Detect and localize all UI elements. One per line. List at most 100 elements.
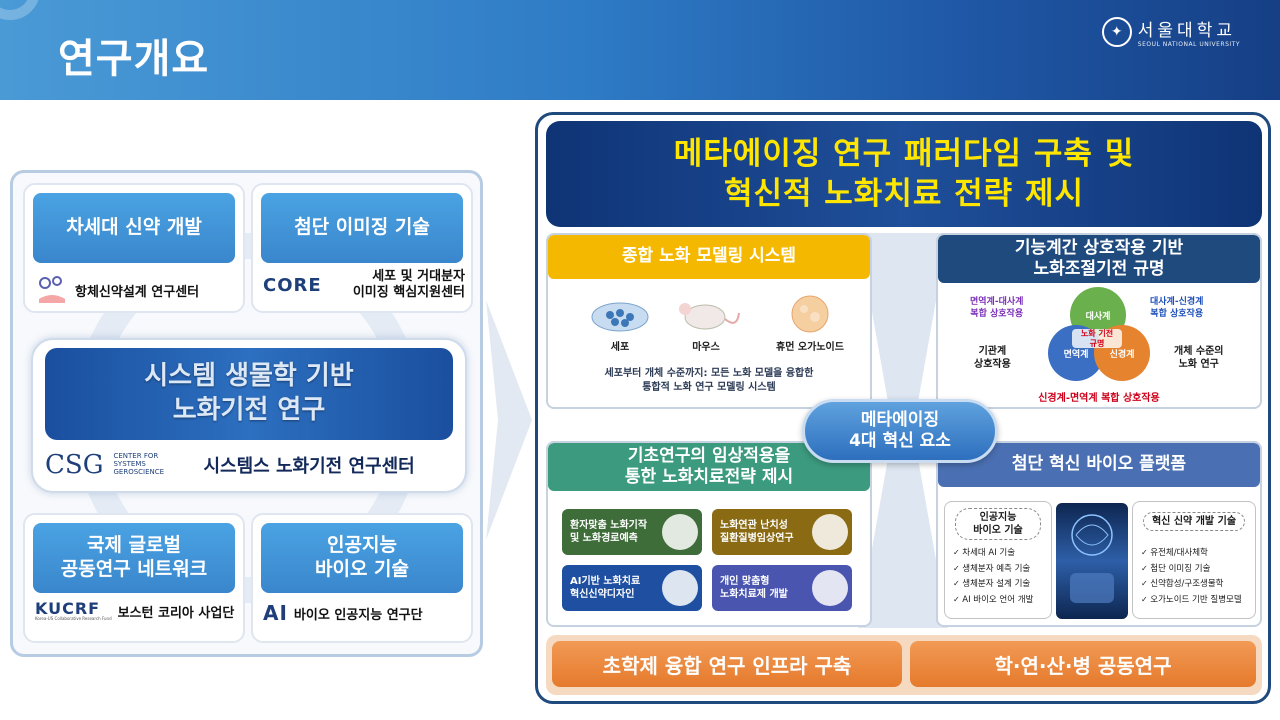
core-title: 시스템 생물학 기반 노화기전 연구 — [45, 348, 453, 440]
title-line1: 기능계간 상호작용 기반 — [1014, 237, 1184, 258]
drug-tech-box: 혁신 신약 개발 기술 유전체/대사체학 첨단 이미징 기술 신약합성/구조생물… — [1132, 501, 1256, 619]
cell-dish-icon — [591, 302, 649, 332]
label-line: 상호작용 — [974, 359, 1011, 370]
tile-line: 개인 맞춤형 — [720, 576, 770, 587]
card-imaging: 첨단 이미징 기술 CORE 세포 및 거대분자 이미징 핵심지원센터 — [251, 183, 473, 313]
card-footer: KUCRF Korea-US Collaborative Research Fu… — [35, 601, 237, 621]
organism-label: 세포 — [610, 342, 630, 353]
label-line: 면역계-대사계 — [970, 297, 1024, 307]
quadrant-bio-platform: 첨단 혁신 바이오 플랫폼 인공지능 바이오 기술 차세대 AI 기술 생체분자… — [936, 441, 1262, 627]
center-name-line2: 이미징 핵심지원센터 — [352, 285, 465, 301]
dna-icon — [662, 514, 698, 550]
card-title-line1: 인공지능 — [327, 534, 397, 557]
center-name: 바이오 인공지능 연구단 — [293, 607, 423, 623]
tile-line: 환자맞춤 노화기작 — [570, 520, 648, 531]
quadrant-title: 종합 노화 모델링 시스템 — [548, 235, 870, 279]
center-name-line1: 세포 및 거대분자 — [372, 269, 465, 284]
mouse-icon — [679, 303, 740, 330]
quadrant-title: 기능계간 상호작용 기반 노화조절기전 규명 — [938, 235, 1260, 283]
core-title-line2: 노화기전 연구 — [172, 395, 326, 425]
right-panel: 메타에이징 연구 패러다임 구축 및 혁신적 노화치료 전략 제시 종합 노화 … — [535, 112, 1271, 704]
bottom-bar: 초학제 융합 연구 인프라 구축 학·연·산·병 공동연구 — [546, 635, 1262, 695]
tile-line: 노화치료제 개발 — [720, 589, 788, 600]
ai-icon — [662, 570, 698, 606]
desc-line1: 세포부터 개체 수준까지: 모든 노화 모델을 융합한 — [604, 368, 814, 379]
organism-organoid: 휴먼 오가노이드 — [760, 293, 860, 353]
tile-line: 질환질병임상연구 — [720, 533, 794, 544]
venn-center-line: 노화 기전 — [1080, 329, 1114, 338]
label-line: 복합 상호작용 — [1150, 308, 1204, 319]
organoid-icon — [791, 295, 829, 333]
label-organism-research: 개체 수준의 노화 연구 — [1174, 345, 1223, 371]
tile-line: AI기반 노화치료 — [570, 576, 641, 587]
organism-cell: 세포 — [590, 295, 650, 353]
ai-logo: AI — [263, 601, 288, 625]
kucrf-logo-sub: Korea-US Collaborative Research Fund — [35, 616, 112, 621]
list-item: 오가노이드 기반 질병모델 — [1141, 593, 1251, 609]
banner-line2: 혁신적 노화치료 전략 제시 — [723, 176, 1085, 212]
infrastructure-label: 초학제 융합 연구 인프라 구축 — [552, 641, 902, 687]
list-item: 생체분자 예측 기술 — [953, 562, 1047, 578]
card-footer: CORE 세포 및 거대분자 이미징 핵심지원센터 — [263, 269, 465, 302]
title-line2: 노화조절기전 규명 — [1033, 259, 1165, 279]
card-footer: 항체신약설계 연구센터 — [35, 273, 237, 307]
box-title-line: 바이오 기술 — [973, 525, 1023, 536]
page-title: 연구개요 — [58, 36, 210, 82]
core-logo: CORE — [263, 274, 322, 296]
label-line: 노화 연구 — [1178, 359, 1219, 370]
list-item: 첨단 이미징 기술 — [1141, 562, 1251, 578]
tile-line: 노화연관 난치성 — [720, 520, 788, 531]
core-research-card: 시스템 생물학 기반 노화기전 연구 CSG CENTER FOR SYSTEM… — [31, 338, 467, 493]
list-item: 신약합성/구조생물학 — [1141, 577, 1251, 593]
card-global-network: 국제 글로벌 공동연구 네트워크 KUCRF Korea-US Collabor… — [23, 513, 245, 643]
university-logo: ✦ 서울대학교 SEOUL NATIONAL UNIVERSITY — [1101, 16, 1240, 48]
drug-tech-list: 유전체/대사체학 첨단 이미징 기술 신약합성/구조생물학 오가노이드 기반 질… — [1141, 546, 1251, 609]
card-title: 첨단 이미징 기술 — [261, 193, 463, 263]
brain-icon — [1070, 514, 1114, 603]
quadrant-description: 세포부터 개체 수준까지: 모든 노화 모델을 융합한 통합적 노화 연구 모델… — [548, 367, 870, 395]
quadrant-aging-mechanism: 기능계간 상호작용 기반 노화조절기전 규명 대사계 면역계 신경계 노화 기전… — [936, 233, 1262, 409]
label-immune-metabolic: 면역계-대사계 복합 상호작용 — [970, 297, 1023, 320]
list-item: 차세대 AI 기술 — [953, 546, 1047, 562]
label-line: 기관계 — [978, 346, 1007, 357]
badge-line2: 4대 혁신 요소 — [849, 431, 951, 451]
tile-line: 혁신신약디자인 — [570, 589, 635, 600]
card-title: 차세대 신약 개발 — [33, 193, 235, 263]
main-banner: 메타에이징 연구 패러다임 구축 및 혁신적 노화치료 전략 제시 — [546, 121, 1262, 227]
list-item: AI 바이오 언어 개발 — [953, 593, 1047, 609]
box-title: 혁신 신약 개발 기술 — [1143, 512, 1245, 531]
label-metabolic-nervous: 대사계-신경계 복합 상호작용 — [1150, 297, 1203, 320]
venn-center: 노화 기전 규명 — [1072, 329, 1122, 349]
chevron-right-icon — [486, 300, 532, 540]
csg-sub-line: CENTER FOR — [113, 452, 159, 461]
card-drug-development: 차세대 신약 개발 항체신약설계 연구센터 — [23, 183, 245, 313]
core-footer: CSG CENTER FOR SYSTEMS GEROSCIENCE 시스템스 … — [45, 445, 453, 485]
desc-line2: 통합적 노화 연구 모델링 시스템 — [642, 382, 776, 393]
csg-logo: CSG — [45, 450, 104, 480]
ai-tech-list: 차세대 AI 기술 생체분자 예측 기술 생체분자 설계 기술 AI 바이오 언… — [953, 546, 1047, 609]
card-title-line1: 국제 글로벌 — [86, 534, 181, 557]
tile-line: 및 노화경로예측 — [570, 533, 638, 544]
joint-research-label: 학·연·산·병 공동연구 — [910, 641, 1256, 687]
university-name-ko: 서울대학교 — [1137, 21, 1236, 41]
organism-label: 휴먼 오가노이드 — [776, 342, 844, 353]
header-bar: 연구개요 ✦ 서울대학교 SEOUL NATIONAL UNIVERSITY — [0, 0, 1280, 100]
left-panel: 차세대 신약 개발 항체신약설계 연구센터 첨단 이미징 기술 CORE 세포 … — [10, 170, 483, 657]
banner-line1: 메타에이징 연구 패러다임 구축 및 — [673, 135, 1135, 172]
card-title-line2: 공동연구 네트워크 — [60, 558, 208, 580]
center-name: 보스턴 코리아 사업단 — [117, 605, 235, 621]
box-title-line: 인공지능 — [979, 512, 1017, 523]
card-title: 국제 글로벌 공동연구 네트워크 — [33, 523, 235, 593]
card-ai-bio: 인공지능 바이오 기술 AI 바이오 인공지능 연구단 — [251, 513, 473, 643]
csg-sub-line: GEROSCIENCE — [113, 467, 165, 476]
organism-mouse: 마우스 — [666, 293, 746, 353]
csg-sub-line: SYSTEMS — [113, 460, 146, 469]
university-name-en: SEOUL NATIONAL UNIVERSITY — [1137, 41, 1240, 48]
clinic-icon — [812, 514, 848, 550]
badge-line1: 메타에이징 — [860, 409, 940, 430]
quadrant-title: 첨단 혁신 바이오 플랫폼 — [938, 443, 1260, 487]
kucrf-logo: KUCRF — [35, 599, 101, 618]
